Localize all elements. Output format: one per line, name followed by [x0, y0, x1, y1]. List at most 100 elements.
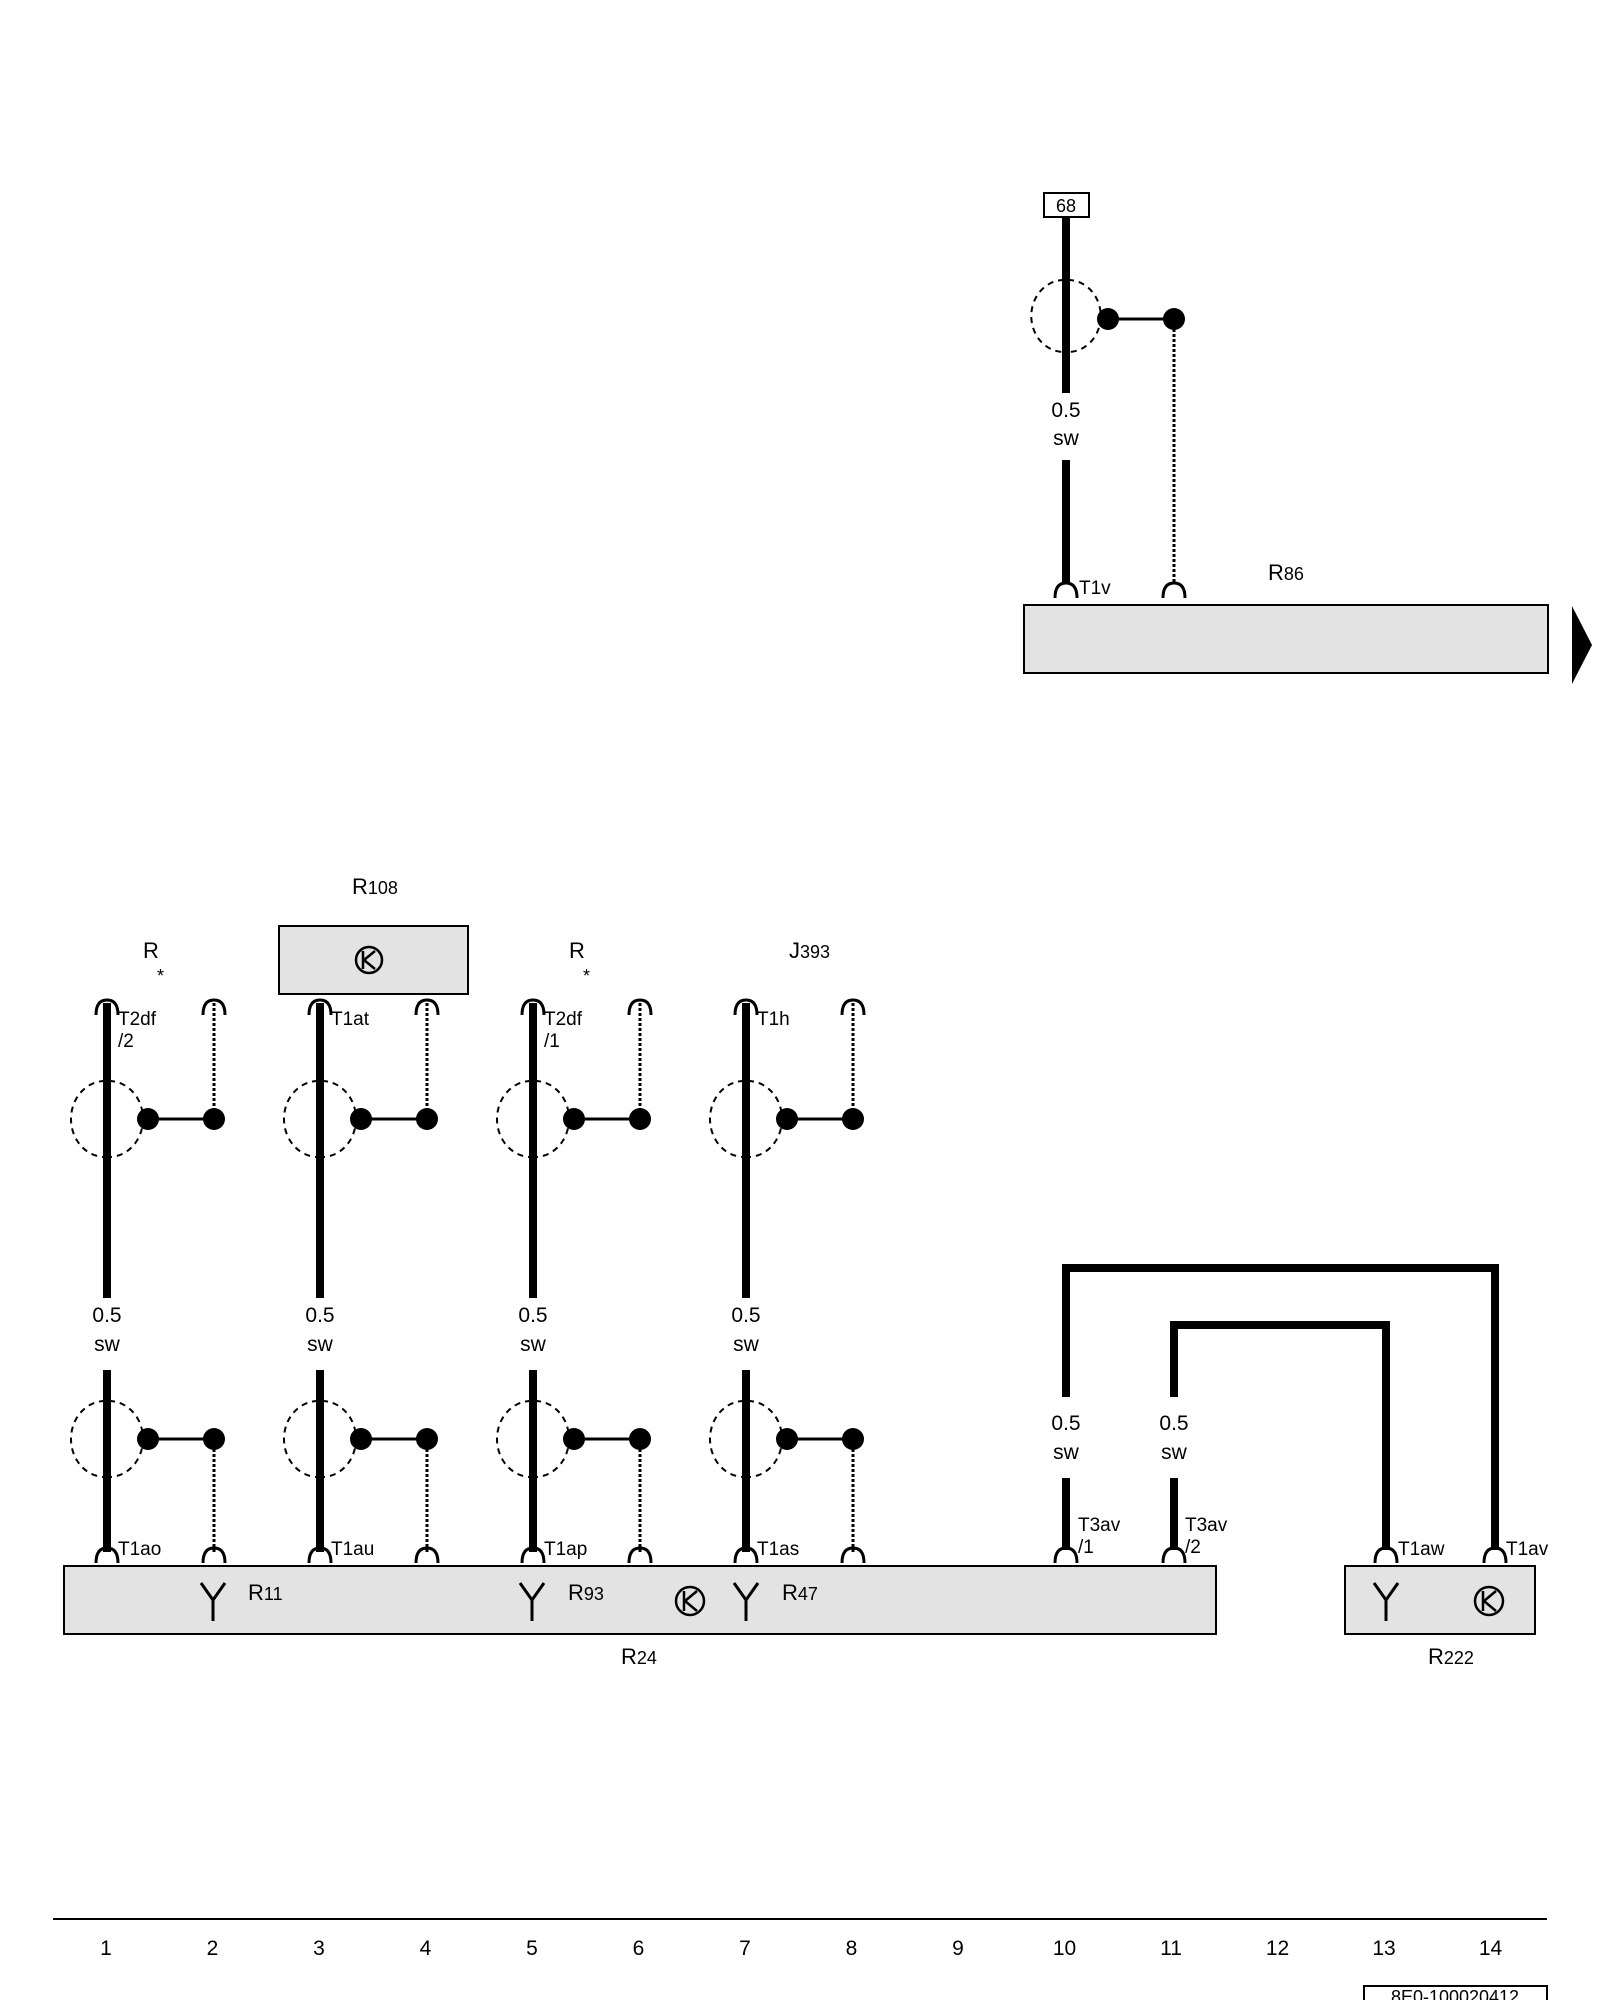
component-label-r222: R222 — [1428, 1644, 1474, 1669]
connector-icon — [201, 998, 227, 1016]
connector-icon — [1053, 581, 1079, 599]
component-label-r24: R24 — [621, 1644, 657, 1669]
inner-bus-wire — [1170, 1321, 1390, 1550]
connector-icon — [840, 1546, 866, 1564]
wire-color: sw — [1053, 427, 1080, 450]
pin-label: T1ap — [544, 1539, 587, 1560]
r86-section: 68 0.5 sw T1v R86 — [1023, 192, 1592, 684]
wire-size: 0.5 — [518, 1304, 547, 1327]
pin-label: T1av — [1506, 1539, 1549, 1560]
wire-color: sw — [1053, 1441, 1080, 1464]
bus-wires: 0.5 sw 0.5 sw T3av /1 T3av /2 T1aw T1av — [1051, 1264, 1549, 1564]
connector-icon — [94, 1546, 120, 1564]
pin-label: T1au — [331, 1539, 374, 1560]
wire-color: sw — [1161, 1441, 1188, 1464]
connector-icon — [733, 998, 759, 1016]
pin-label: /1 — [544, 1031, 560, 1052]
connector-icon — [520, 1546, 546, 1564]
connector-icon — [1161, 1546, 1187, 1564]
column-number: 1 — [100, 1937, 112, 1960]
footer-code-box — [1363, 1985, 1548, 2000]
pin-label: T3av — [1078, 1515, 1121, 1536]
wire-size: 0.5 — [731, 1304, 760, 1327]
component-label-r47: R47 — [782, 1580, 818, 1605]
component-r108-symbol — [354, 945, 384, 975]
column-number: 7 — [739, 1937, 751, 1960]
shield-icon — [496, 1080, 532, 1158]
column-number: 14 — [1479, 1937, 1503, 1960]
pin-label: /2 — [118, 1031, 134, 1052]
column-number: 8 — [846, 1937, 858, 1960]
component-r108 — [278, 925, 469, 995]
component-label-r108: R108 — [352, 874, 398, 899]
antenna-amplifier-icon — [1473, 1585, 1505, 1617]
pin-label: T1v — [1079, 578, 1111, 599]
pin-label: T1aw — [1398, 1539, 1445, 1560]
shield-icon — [496, 1400, 532, 1478]
antenna-amplifier-icon — [674, 1585, 706, 1617]
connector-icon — [201, 1546, 227, 1564]
connector-icon — [414, 1546, 440, 1564]
component-r86 — [1023, 604, 1549, 674]
connector-icon — [733, 1546, 759, 1564]
connector-icon — [307, 998, 333, 1016]
wire-color: sw — [307, 1333, 334, 1356]
antenna-icon — [1372, 1582, 1400, 1621]
pin-label: T1as — [757, 1539, 799, 1560]
column-number: 2 — [207, 1937, 219, 1960]
footnote-star: * — [583, 966, 590, 986]
antenna-icon — [518, 1582, 546, 1621]
column-number: 13 — [1372, 1937, 1395, 1960]
pin-label: /1 — [1078, 1537, 1094, 1558]
component-r24 — [63, 1565, 1217, 1635]
component-label-r93: R93 — [568, 1580, 604, 1605]
connector-icon — [520, 998, 546, 1016]
column-number: 10 — [1053, 1937, 1076, 1960]
shield-icon — [70, 1400, 106, 1478]
component-label-r86: R86 — [1268, 560, 1304, 585]
antenna-icon — [199, 1582, 227, 1621]
pin-label: T1h — [757, 1009, 790, 1030]
component-label-r-mid: R — [569, 938, 585, 963]
wire-size: 0.5 — [305, 1304, 334, 1327]
component-label-r11: R11 — [248, 1580, 283, 1605]
pin-label: T1at — [331, 1009, 370, 1030]
column-number: 4 — [420, 1937, 432, 1960]
pin-label: T3av — [1185, 1515, 1228, 1536]
wire-color: sw — [94, 1333, 121, 1356]
component-label-j393: J393 — [789, 938, 830, 963]
pin-label: /2 — [1185, 1537, 1201, 1558]
column-number: 5 — [526, 1937, 538, 1960]
component-label-r-left: R — [143, 938, 159, 963]
pin-label: T2df — [544, 1009, 583, 1030]
shield-icon — [709, 1080, 745, 1158]
shield-icon — [1067, 279, 1102, 353]
connector-icon — [1161, 581, 1187, 599]
connector-icon — [94, 998, 120, 1016]
column-number: 9 — [952, 1937, 964, 1960]
connector-icon — [1053, 1546, 1079, 1564]
footnote-star: * — [157, 966, 164, 986]
arrow-right-icon — [1572, 606, 1592, 684]
connector-icon — [414, 998, 440, 1016]
reference-label: 68 — [1056, 196, 1076, 216]
connector-icon — [840, 998, 866, 1016]
antenna-icon — [732, 1582, 760, 1621]
column-number: 6 — [633, 1937, 645, 1960]
shield-icon — [70, 1080, 106, 1158]
column-number: 3 — [313, 1937, 325, 1960]
wire-color: sw — [733, 1333, 760, 1356]
column-number: 11 — [1160, 1937, 1182, 1960]
footer-code: 8E0-100020412 — [1391, 1987, 1519, 2000]
connector-icon — [627, 1546, 653, 1564]
shield-icon — [1030, 279, 1065, 353]
wire-color: sw — [520, 1333, 547, 1356]
cable-columns: 0.5swT2df/2T1ao0.5swT1atT1au0.5swT2df/1T… — [70, 998, 866, 1564]
pin-label: T1ao — [118, 1539, 161, 1560]
shield-icon — [709, 1400, 745, 1478]
pin-label: T2df — [118, 1009, 157, 1030]
